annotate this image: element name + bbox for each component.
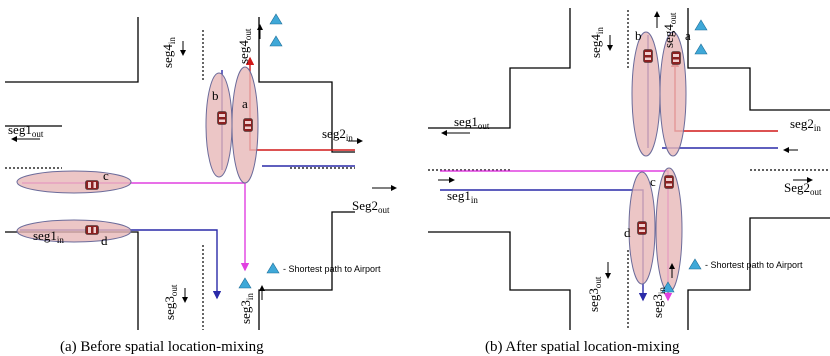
car-icon [671, 51, 681, 65]
label-seg1-out: seg1out [8, 122, 44, 139]
label-seg3-in: seg3in [650, 287, 667, 318]
ellipse-b [205, 72, 233, 178]
airport-triangle-icon [661, 281, 675, 293]
caption-b: (b) After spatial location-mixing [485, 339, 680, 355]
label-seg2-in: seg2in [790, 116, 821, 133]
car-icon [637, 221, 647, 235]
label-seg4-out: seg4out [236, 28, 253, 64]
airport-triangle-icon [694, 19, 708, 31]
airport-triangle-icon [269, 35, 283, 47]
label-b: b [212, 88, 219, 103]
road-outline [428, 8, 830, 330]
ellipse-a [659, 31, 687, 157]
label-seg4-in: seg4in [588, 27, 605, 58]
label-seg2-in: seg2in [322, 126, 353, 143]
legend-text: - Shortest path to Airport [283, 264, 381, 274]
label-a: a [242, 96, 248, 111]
label-seg2-out: Seg2out [352, 198, 390, 215]
label-c: c [103, 168, 109, 183]
label-seg4-in: seg4in [160, 37, 177, 68]
label-seg3-in: seg3in [238, 293, 255, 324]
lane-separators [5, 30, 355, 330]
label-seg3-out: seg3out [586, 276, 603, 312]
legend-triangle-icon [688, 258, 702, 270]
label-c: c [650, 174, 656, 189]
label-seg1-out: seg1out [454, 114, 490, 131]
label-d: d [624, 225, 631, 240]
car-icon [217, 111, 227, 125]
airport-triangle-icon [694, 43, 708, 55]
direction-arrows [11, 24, 397, 303]
label-d: d [101, 233, 108, 248]
label-seg1-in: seg1in [447, 188, 478, 205]
label-seg3-out: seg3out [162, 284, 179, 320]
panel-b: seg4in seg4out seg1out seg2in seg1in Seg… [428, 8, 830, 355]
car-icon [643, 49, 653, 63]
caption-a: (a) Before spatial location-mixing [60, 339, 264, 355]
airport-triangle-icon [269, 13, 283, 25]
label-b: b [635, 28, 642, 43]
ellipse-d [16, 219, 132, 243]
legend-text: - Shortest path to Airport [705, 260, 803, 270]
panel-a: seg4in seg4out seg1out seg2in seg1in Seg… [5, 13, 397, 355]
ellipse-c [16, 170, 132, 194]
direction-arrows [438, 11, 813, 279]
car-icon [85, 180, 99, 190]
label-seg4-out: seg4out [661, 12, 678, 48]
airport-triangle-icon [238, 277, 252, 289]
lane-separators [428, 10, 830, 330]
label-a: a [685, 28, 691, 43]
label-seg2-out: Seg2out [784, 180, 822, 197]
car-icon [243, 118, 253, 132]
car-icon [85, 225, 99, 235]
car-icon [664, 175, 674, 189]
label-seg1-in: seg1in [33, 228, 64, 245]
legend-triangle-icon [266, 262, 280, 274]
